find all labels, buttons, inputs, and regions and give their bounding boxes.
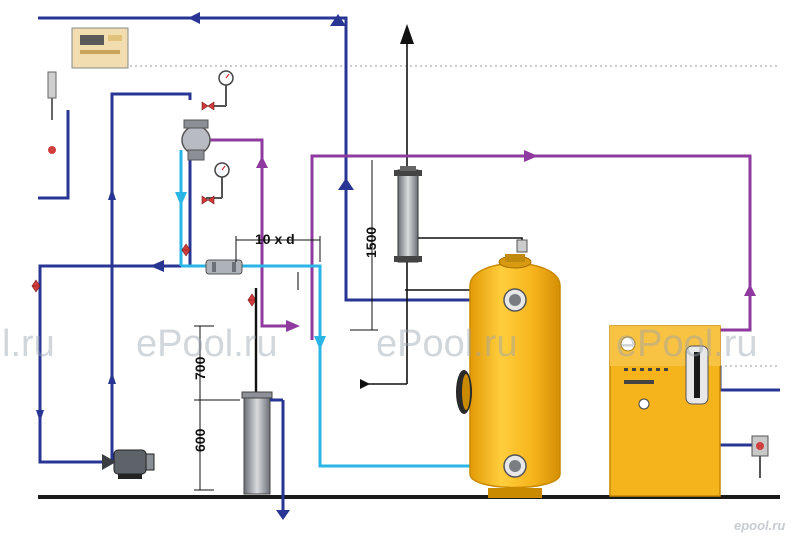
flow-arrows-purple [256,150,756,332]
dim-1500-label: 1500 [363,227,379,258]
arrow-top-left [188,12,200,24]
watermark-3: ePool.ru [376,323,518,365]
ball-valves [31,101,257,307]
dim-700-label: 700 [192,356,208,380]
arrow-drain [276,510,290,520]
watermark-2: ePool.ru [136,323,278,365]
pressure-gauge-lower [206,162,230,199]
flow-cell [205,259,299,290]
inline-filter [394,166,422,263]
flow-arrows-cyan [175,192,326,350]
filter-pump [102,449,155,479]
dim-10xd: 10 x d [235,231,321,262]
dim-700-600: 700 600 [192,325,240,491]
right-probe [751,435,769,478]
vent-arrow-up [400,24,414,44]
dosing-controller [71,27,129,69]
brand-corner: epool.ru [734,518,785,533]
sample-column [241,391,283,495]
dim-1500: 1500 [350,160,379,331]
dosing-pipes-purple [204,138,752,340]
watermark-1: l.ru [2,323,55,365]
dim-600-label: 600 [192,428,208,452]
watermarks: l.ru ePool.ru ePool.ru ePool.ru [2,323,758,365]
arrow-left-small [360,379,370,389]
arrow-mid-line [150,260,164,272]
pressure-gauge-upper [210,70,234,107]
left-probe [47,71,57,154]
arrow-left-up-1 [108,188,116,200]
arrow-left-up-2 [108,372,116,384]
dim-10xd-label: 10 x d [255,231,295,247]
sand-filter-tank [456,254,561,498]
control-cabinet [609,325,721,497]
wall-guide-lines [130,65,780,367]
arrow-left-down [36,410,44,422]
arrow-tank-top [338,178,354,190]
flow-arrows-blue [36,12,354,520]
air-release-valve [516,239,528,253]
watermark-4: ePool.ru [616,323,758,365]
sample-pipes-cyan [179,150,505,468]
sample-pump [181,119,211,161]
arrow-top-right [330,14,346,26]
